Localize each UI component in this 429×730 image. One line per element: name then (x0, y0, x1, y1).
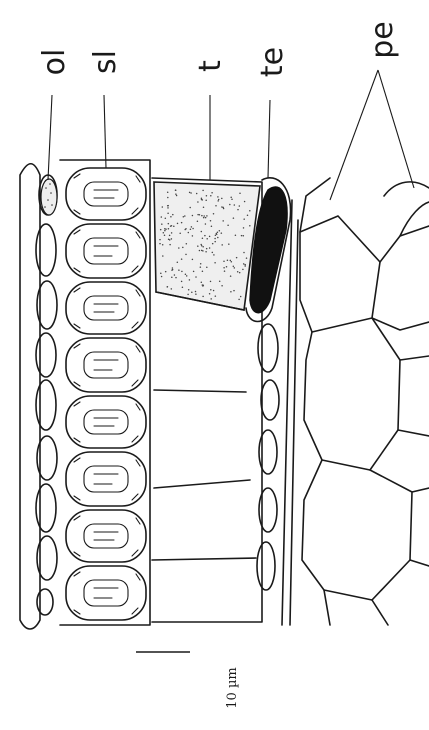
tegmen-layer-cells (152, 178, 262, 622)
label-pe: pe (365, 21, 400, 59)
sclerenchyma-layer-cells (60, 160, 150, 625)
perisperm-cells (300, 178, 429, 625)
label-te: te (255, 47, 290, 77)
outer-layer-cells (20, 164, 57, 629)
scale-bar-label: 10 µm (225, 667, 240, 708)
label-t: t (193, 60, 228, 72)
label-sl: sl (88, 50, 123, 74)
label-ol: ol (37, 49, 72, 76)
stippled-outer-cell (41, 179, 57, 215)
